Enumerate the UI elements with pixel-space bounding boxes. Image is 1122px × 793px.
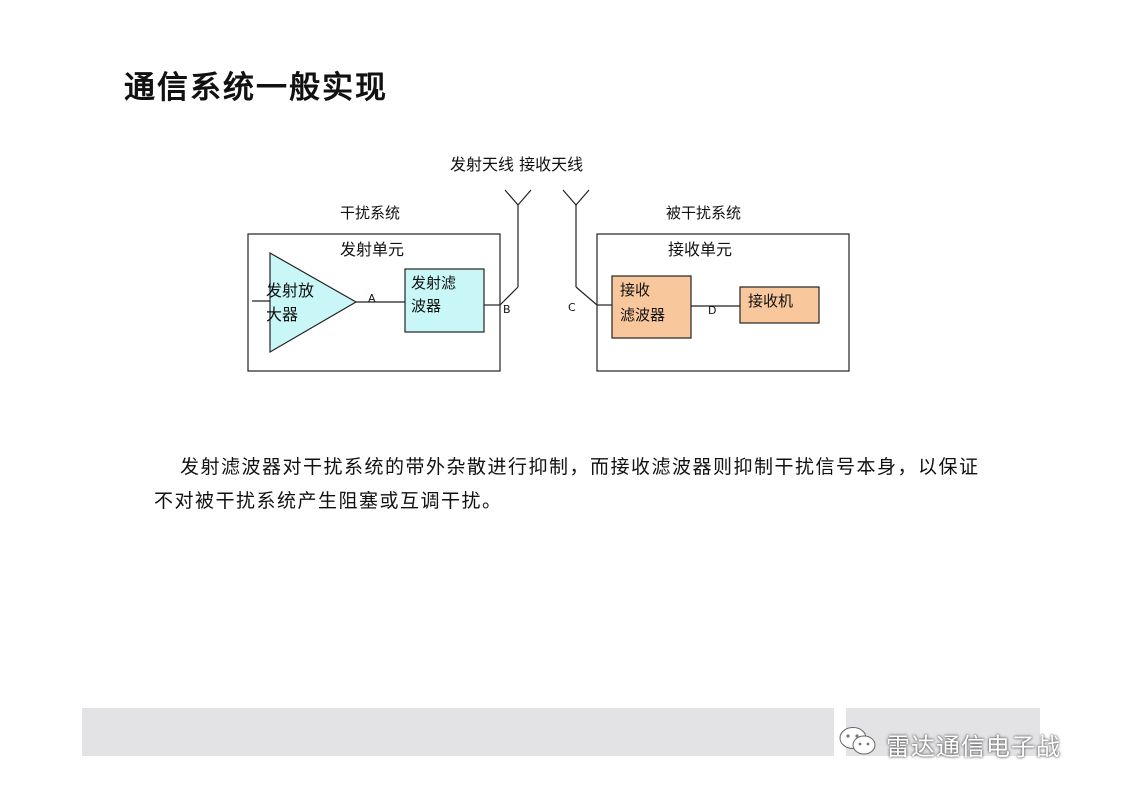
caption-text: 发射滤波器对干扰系统的带外杂散进行抑制，而接收滤波器则抑制干扰信号本身，以保证不… xyxy=(154,456,980,512)
receiver-label: 接收机 xyxy=(748,292,793,310)
rx-unit-title: 接收单元 xyxy=(668,240,732,259)
point-d-label: D xyxy=(708,304,716,317)
tx-amplifier-label-2: 大器 xyxy=(266,305,298,324)
tx-amplifier xyxy=(269,251,358,354)
rx-antenna-icon xyxy=(562,189,598,306)
tx-amplifier-label-1: 发射放 xyxy=(266,281,314,300)
tx-unit-title: 发射单元 xyxy=(340,240,404,259)
antenna-labels: 发射天线 接收天线 xyxy=(450,155,583,174)
tx-filter xyxy=(404,268,485,333)
rx-filter-label-1: 接收 xyxy=(620,281,650,299)
interference-system-label: 干扰系统 xyxy=(340,204,400,222)
wechat-icon xyxy=(838,725,878,763)
tx-antenna-icon xyxy=(499,189,532,306)
rx-filter xyxy=(611,275,692,339)
footer-band xyxy=(82,708,834,756)
watermark-text: 雷达通信电子战 xyxy=(886,732,1061,761)
receiver xyxy=(739,286,820,324)
victim-system-label: 被干扰系统 xyxy=(666,204,741,222)
tx-filter-label-2: 波器 xyxy=(411,297,441,315)
point-c-label: C xyxy=(568,301,576,314)
point-b-label: B xyxy=(503,303,511,316)
slide-title: 通信系统一般实现 xyxy=(124,70,388,106)
footer-band-right xyxy=(846,708,1040,756)
tx-filter-label-1: 发射滤 xyxy=(411,274,456,292)
rx-filter-label-2: 滤波器 xyxy=(620,306,665,324)
point-a-label: A xyxy=(368,292,376,305)
watermark: 雷达通信电子战 xyxy=(838,724,1061,764)
